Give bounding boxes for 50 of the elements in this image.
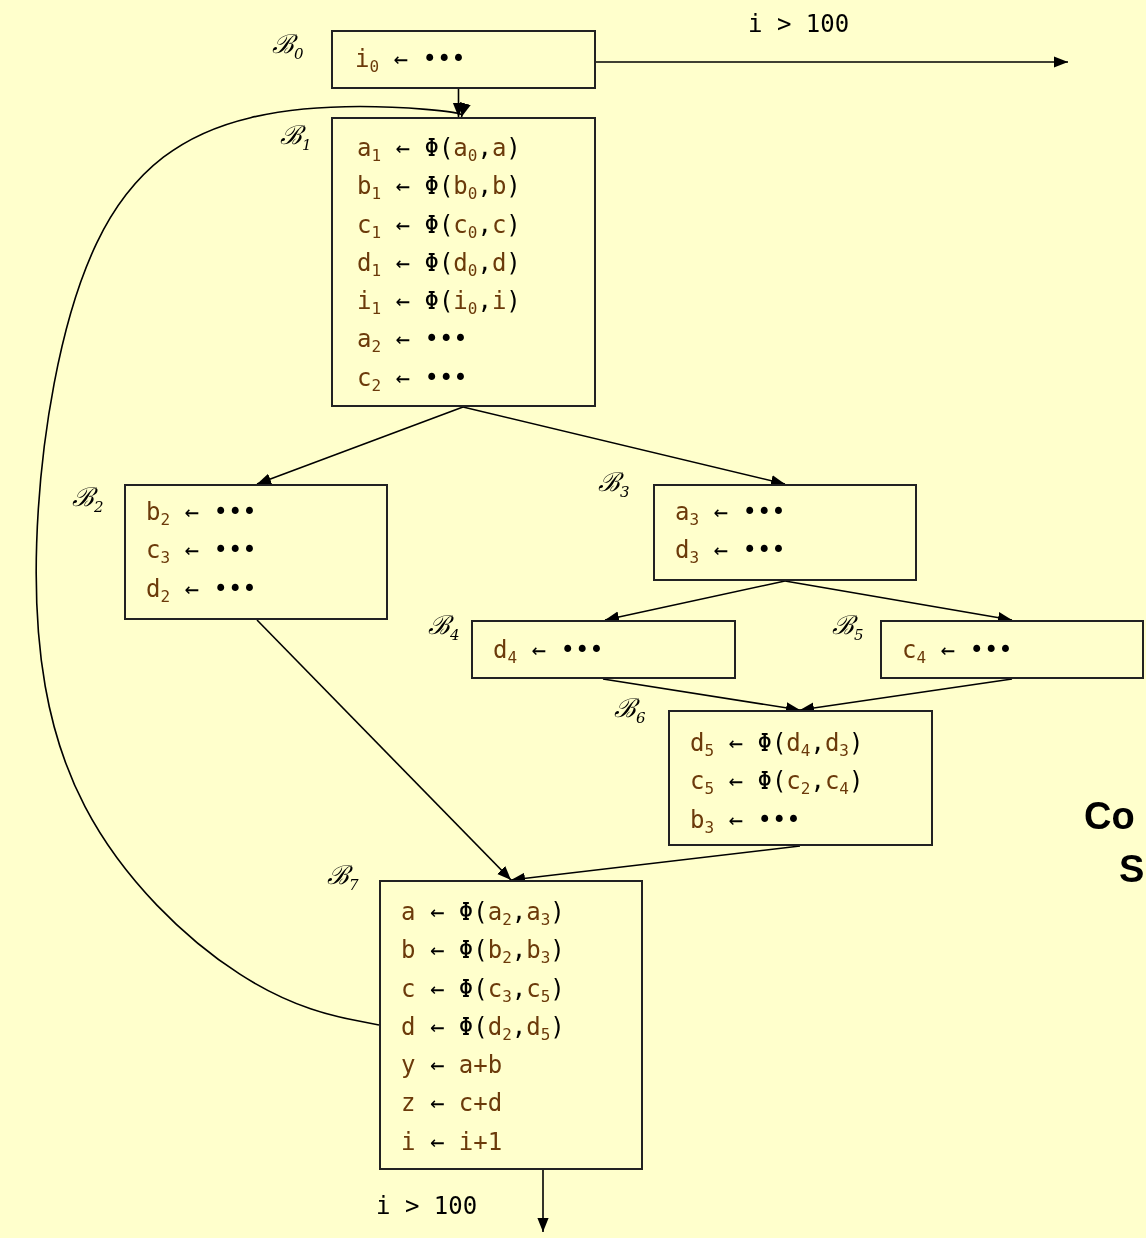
code-line: d$_{1}$ ← Φ(d$_{0}$,d) <box>357 247 521 282</box>
code-line: c$_{5}$ ← Φ(c$_{2}$,c$_{4}$) <box>690 766 864 801</box>
arrow <box>537 1169 549 1233</box>
code-line: i ← i+1 <box>401 1126 503 1158</box>
code-block <box>880 620 1144 679</box>
code-line: y ← a+b <box>401 1050 503 1082</box>
arrow <box>604 580 786 623</box>
code-line: d$_{5}$ ← Φ(d$_{4}$,d$_{3}$) <box>690 728 864 762</box>
block-label: ℬ$_{3}$ <box>598 466 630 499</box>
code-line: i$_{0}$ ← ••• <box>355 44 466 78</box>
code-block <box>379 880 643 1170</box>
code-line: c$_{3}$ ← ••• <box>146 535 257 570</box>
arrow <box>462 406 786 487</box>
block-label: ℬ$_{0}$ <box>272 28 304 61</box>
block-label: ℬ$_{7}$ <box>327 859 359 892</box>
code-line: d$_{2}$ ← ••• <box>146 573 257 608</box>
code-block <box>471 620 736 679</box>
code-line: c ← Φ(c$_{3}$,c$_{5}$) <box>401 973 565 1008</box>
block-label: ℬ$_{5}$ <box>832 609 864 642</box>
code-line: c$_{2}$ ← ••• <box>357 362 468 397</box>
code-line: a$_{3}$ ← ••• <box>675 497 786 531</box>
code-block <box>653 484 917 581</box>
code-line: d ← Φ(d$_{2}$,d$_{5}$) <box>401 1011 565 1046</box>
code-block <box>668 710 933 846</box>
block-label: ℬ$_{1}$ <box>280 119 312 152</box>
code-line: i$_{1}$ ← Φ(i$_{0}$,i) <box>357 286 521 321</box>
code-line: d$_{4}$ ← ••• <box>493 635 604 669</box>
code-line: b$_{3}$ ← ••• <box>690 804 801 839</box>
code-line: b$_{2}$ ← ••• <box>146 497 257 531</box>
code-line: c$_{4}$ ← ••• <box>902 635 1013 669</box>
arrow <box>256 406 464 485</box>
code-line: b$_{1}$ ← Φ(b$_{0}$,b) <box>357 171 521 206</box>
block-label: ℬ$_{6}$ <box>614 692 646 725</box>
code-line: a$_{2}$ ← ••• <box>357 324 468 359</box>
code-line: a$_{1}$ ← Φ(a$_{0}$,a) <box>357 133 521 167</box>
side-note: S <box>1119 848 1145 891</box>
code-line: d$_{3}$ ← ••• <box>675 535 786 570</box>
code-line: c$_{1}$ ← Φ(c$_{0}$,c) <box>357 209 521 244</box>
arrow <box>35 102 471 1026</box>
arrow <box>595 56 1069 68</box>
code-block <box>331 30 596 89</box>
arrow <box>256 619 512 881</box>
code-line: b ← Φ(b$_{2}$,b$_{3}$) <box>401 935 565 970</box>
code-line: z ← c+d <box>401 1088 503 1120</box>
code-block <box>124 484 388 620</box>
block-label: ℬ$_{2}$ <box>72 481 104 514</box>
code-line: a ← Φ(a$_{2}$,a$_{3}$) <box>401 897 565 931</box>
code-block <box>331 117 596 407</box>
block-label: ℬ$_{4}$ <box>428 609 460 642</box>
side-note: Co <box>1084 795 1135 838</box>
